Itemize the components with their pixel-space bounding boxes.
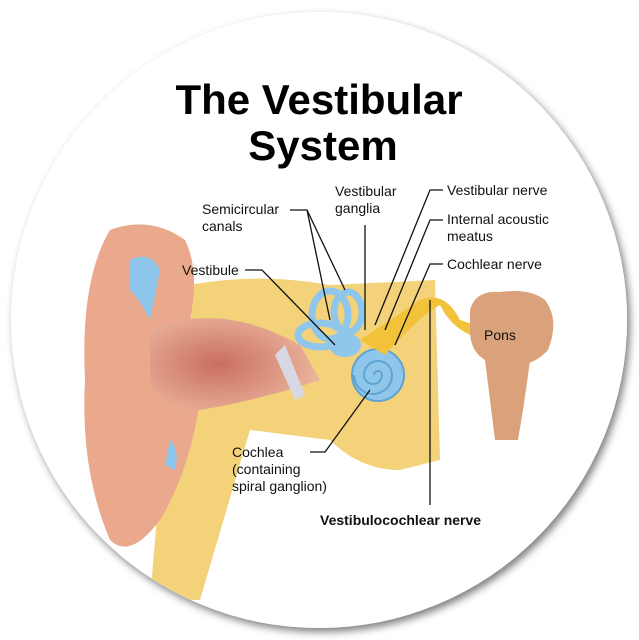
- label-vestibule: Vestibule: [182, 262, 239, 278]
- label-vestibular-ganglia-2: ganglia: [335, 200, 380, 216]
- cochlea: [351, 348, 405, 402]
- label-semicircular-canals-2: canals: [202, 218, 242, 234]
- eardrum: [275, 345, 305, 400]
- label-cochlea-1: Cochlea: [232, 444, 284, 460]
- label-cochlear-nerve: Cochlear nerve: [447, 256, 542, 272]
- label-vestibular-nerve: Vestibular nerve: [447, 182, 548, 198]
- label-cochlea-3: spiral ganglion): [232, 478, 327, 494]
- label-semicircular-canals-1: Semicircular: [202, 201, 279, 217]
- label-vestibular-ganglia-1: Vestibular: [335, 183, 397, 199]
- title-line-1: The Vestibular: [175, 76, 462, 123]
- vestibulocochlear-nerve-shape: [360, 297, 490, 355]
- ear-canal: [150, 318, 320, 410]
- ear-illustration: [84, 224, 554, 600]
- brainstem: [485, 360, 530, 440]
- label-internal-acoustic-meatus-1: Internal acoustic: [447, 211, 549, 227]
- cartilage: [165, 440, 177, 470]
- label-cochlea-2: (containing: [232, 461, 301, 477]
- label-vestibulocochlear-nerve: Vestibulocochlear nerve: [320, 512, 481, 528]
- title-line-2: System: [248, 122, 397, 169]
- pons: [470, 291, 554, 366]
- label-internal-acoustic-meatus-2: meatus: [447, 228, 493, 244]
- leader-lines: [245, 189, 443, 505]
- label-pons: Pons: [484, 327, 516, 343]
- vestibule: [329, 333, 361, 357]
- cartilage: [130, 256, 160, 320]
